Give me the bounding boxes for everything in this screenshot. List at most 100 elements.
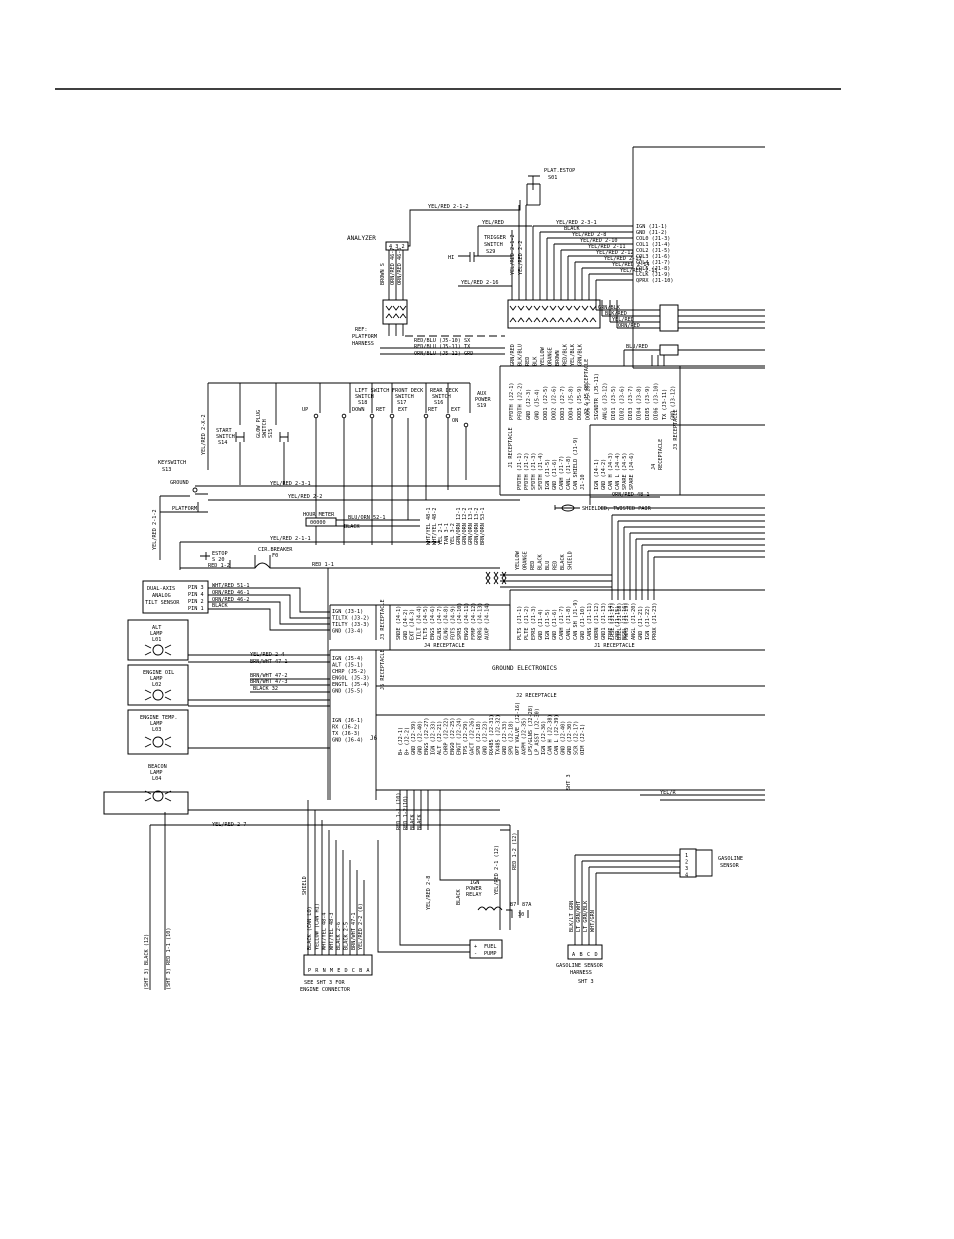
lift-switch-label2: SWITCH: [355, 394, 374, 400]
j4-pin: AUXP (J4-14): [484, 603, 490, 640]
engine-temp-label2: LAMP: [150, 721, 163, 727]
gas-pin: 3: [685, 866, 688, 872]
j1-pin-2: PWMS (J1-19): [624, 603, 630, 640]
tilt-pin4: PIN 4: [188, 592, 204, 598]
orn-red-46-1-label: ORN/RED 46-1: [212, 590, 249, 596]
j2-pin: CHRP (J2-22): [444, 718, 450, 755]
receptacle-top-labels: PFDTH (J2-1)PFDTH (J2-2)GND (J2-3)GND (J…: [509, 373, 677, 420]
j5-pin: ENGOL (J5-3): [332, 676, 369, 682]
top-wire-label: YEL/RED 2-3-1: [556, 220, 597, 226]
j4-pin-labels: SNDE (J4-1)GND (J4-2)EXT (J4-3)TILT (J4-…: [396, 603, 490, 640]
tilt-black-label: BLACK: [212, 603, 228, 609]
cir-breaker-label: CIR.BREAKER: [258, 547, 293, 553]
shield-wire: YELLOW: [515, 550, 521, 570]
engine-pin: P: [308, 968, 311, 974]
ground-electronics-label: GROUND ELECTRONICS: [492, 665, 557, 672]
tilt-sensor-label2: ANALOG: [152, 593, 171, 599]
mid-wire: GRN/ORN 12-2: [462, 508, 468, 545]
trigger-label: TRIGGER: [484, 235, 507, 241]
top-wire-bundle: YEL/RED 2-1-2 YEL/RED 2-2: [510, 204, 633, 300]
j3-receptacle-label: J3 RECEPTACLE: [380, 599, 386, 640]
j1-pin: CANL (J1-8): [566, 606, 572, 640]
j1-pin-labels: PLTS (J1-1)PLTE (J1-2)EPRS (J1-3)GND (J1…: [517, 599, 628, 640]
analyzer: ANALYZER 4 3 2 BROWN S ORN/RED 46-7 ORN/…: [347, 200, 521, 336]
shield-wire: BLACK: [560, 554, 566, 570]
j4-vertical-pin: CAN L (J4-4): [615, 453, 621, 490]
j1-pin-2: BSEL (J1-18): [617, 603, 623, 640]
engine-pin: R: [315, 968, 319, 974]
j4-receptacle-label: J4 RECEPTACLE: [424, 643, 465, 649]
orn-red-46-7-label: ORN/RED 46-7: [390, 248, 396, 285]
right-long-wires: [612, 514, 765, 558]
engine-wire: YELLOW (CAN HI): [314, 903, 320, 950]
j5-pin: CHRP (J5-2): [332, 669, 366, 675]
rear-deck-label: REAR DECK: [430, 388, 459, 394]
j1-pin-labels-2: LRSL (J1-17)BSEL (J1-18)PWMS (J1-19)ANGL…: [610, 603, 658, 640]
start-switch-num: S14: [218, 440, 227, 446]
j6-pin: TX (J6-3): [332, 731, 360, 737]
j2-bottom-wire: BLACK: [417, 814, 423, 830]
connector-wire: BLK: [533, 356, 539, 366]
j1-receptacle-label: J1 RECEPTACLE: [594, 643, 635, 649]
estop-label: ESTOP: [212, 551, 228, 557]
j2-pin: ALT (J2-21): [437, 721, 443, 755]
mid-wire: GRN/ORN 13-1: [468, 508, 474, 545]
j5-pin-labels: IGN (J5-4)ALT (J5-1)CHRP (J5-2)ENGOL (J5…: [332, 656, 369, 695]
rear-deck-num: S16: [434, 400, 443, 406]
bottom-wiring: YEL/RED 2-7 (SHT 3) BLACK (12) (SHT 3) R…: [144, 790, 532, 990]
j1-pin-2: PROX (J1-23): [652, 603, 658, 640]
analyzer-pins: 4 3 2: [389, 244, 405, 250]
j1-pin-item: IGN (J1-1): [636, 224, 667, 230]
j2-pin: ENGO (J2-25): [450, 718, 456, 755]
shielded-label: SHIELDED, TWISTED PAIR: [582, 506, 652, 512]
j1-vertical-pin: GND (J1-6): [552, 459, 558, 490]
alt-lamp-num: L01: [152, 637, 161, 643]
connector-pin: [525, 305, 533, 323]
top-wire-label: YEL/RED 2-12: [596, 250, 633, 256]
mid-wire: GRN/ORN 12-1: [456, 508, 462, 545]
connector-wire: BLK/BLU: [518, 344, 524, 366]
j6-pin: GND (J6-4): [332, 738, 363, 744]
j2-pin: SPD (J2-18): [476, 721, 482, 755]
top-wire-label: BLACK: [564, 226, 580, 232]
j2-pin: CAN H (J2-38): [548, 714, 554, 755]
relay-87: 87: [510, 902, 516, 908]
engine-oil-lamp: ENGINE OIL LAMP L02: [127, 664, 189, 706]
j3-receptacle-vertical: J3 RECEPTACLE: [673, 409, 679, 450]
tilt-sensor-label3: TILT SENSOR: [145, 600, 180, 606]
aux-power-label: AUX: [477, 391, 487, 397]
engine-connector-label: ENGINE CONNECTOR: [300, 987, 351, 993]
yel-red-2-4-label: YEL/RED 2-4: [250, 652, 284, 658]
receptacle-pin: DI01 (J3-5): [611, 386, 617, 420]
j4-pin: ENGO (J4-11): [464, 603, 470, 640]
orn-red-46-2-label: ORN/RED 46-2: [212, 597, 249, 603]
plat-estop-label: PLAT.ESTOP: [544, 168, 575, 174]
blk-red-label: BLK/RED: [605, 311, 627, 317]
j3-pin: TILTY (J3-3): [332, 622, 369, 628]
aux-on: ON: [452, 418, 458, 424]
engine-pin: N: [323, 968, 326, 974]
j2-bottom-wire: RED 1-2(10): [403, 796, 409, 830]
keyswitch-label: KEYSWITCH: [158, 460, 186, 466]
receptacle-pin: DOD2 (J2-6): [552, 386, 558, 420]
engine-pin: E: [337, 968, 340, 974]
fuel-pump-label: FUEL: [484, 944, 497, 950]
receptacle-pin: GND (J2-3): [526, 389, 532, 420]
connector-pin: [509, 305, 517, 323]
engine-wire: WHT/YEL 48-3: [329, 913, 335, 950]
j1-pin: GND (J1-4): [538, 609, 544, 640]
j5-pin: ENGTL (J5-4): [332, 682, 369, 688]
hour-meter-value: 00000: [310, 520, 326, 526]
yel-red-2-2-label: YEL/RED 2-2: [288, 494, 322, 500]
j1-pin-2: IGN (J1-22): [645, 606, 651, 640]
j1-pin: EPRS (J1-3): [531, 606, 537, 640]
trigger-switch: TRIGGER SWITCH S29 HI YEL/RED YEL/RED 2-…: [448, 220, 532, 287]
j2-pin: GND (J2-39): [411, 721, 417, 755]
receptacle-pin: DI03 (J3-7): [628, 386, 634, 420]
engine-wire: BLACK 2-6: [336, 922, 342, 950]
brn-wht-47-3-label: BRN/WHT 47-3: [250, 679, 287, 685]
j1-pin: GND1 (J1-13): [601, 603, 607, 640]
j4-pin: GLNS (J4-7): [437, 606, 443, 640]
lift-switch-num: S18: [358, 400, 367, 406]
tilt-pin3: PIN 3: [188, 585, 204, 591]
